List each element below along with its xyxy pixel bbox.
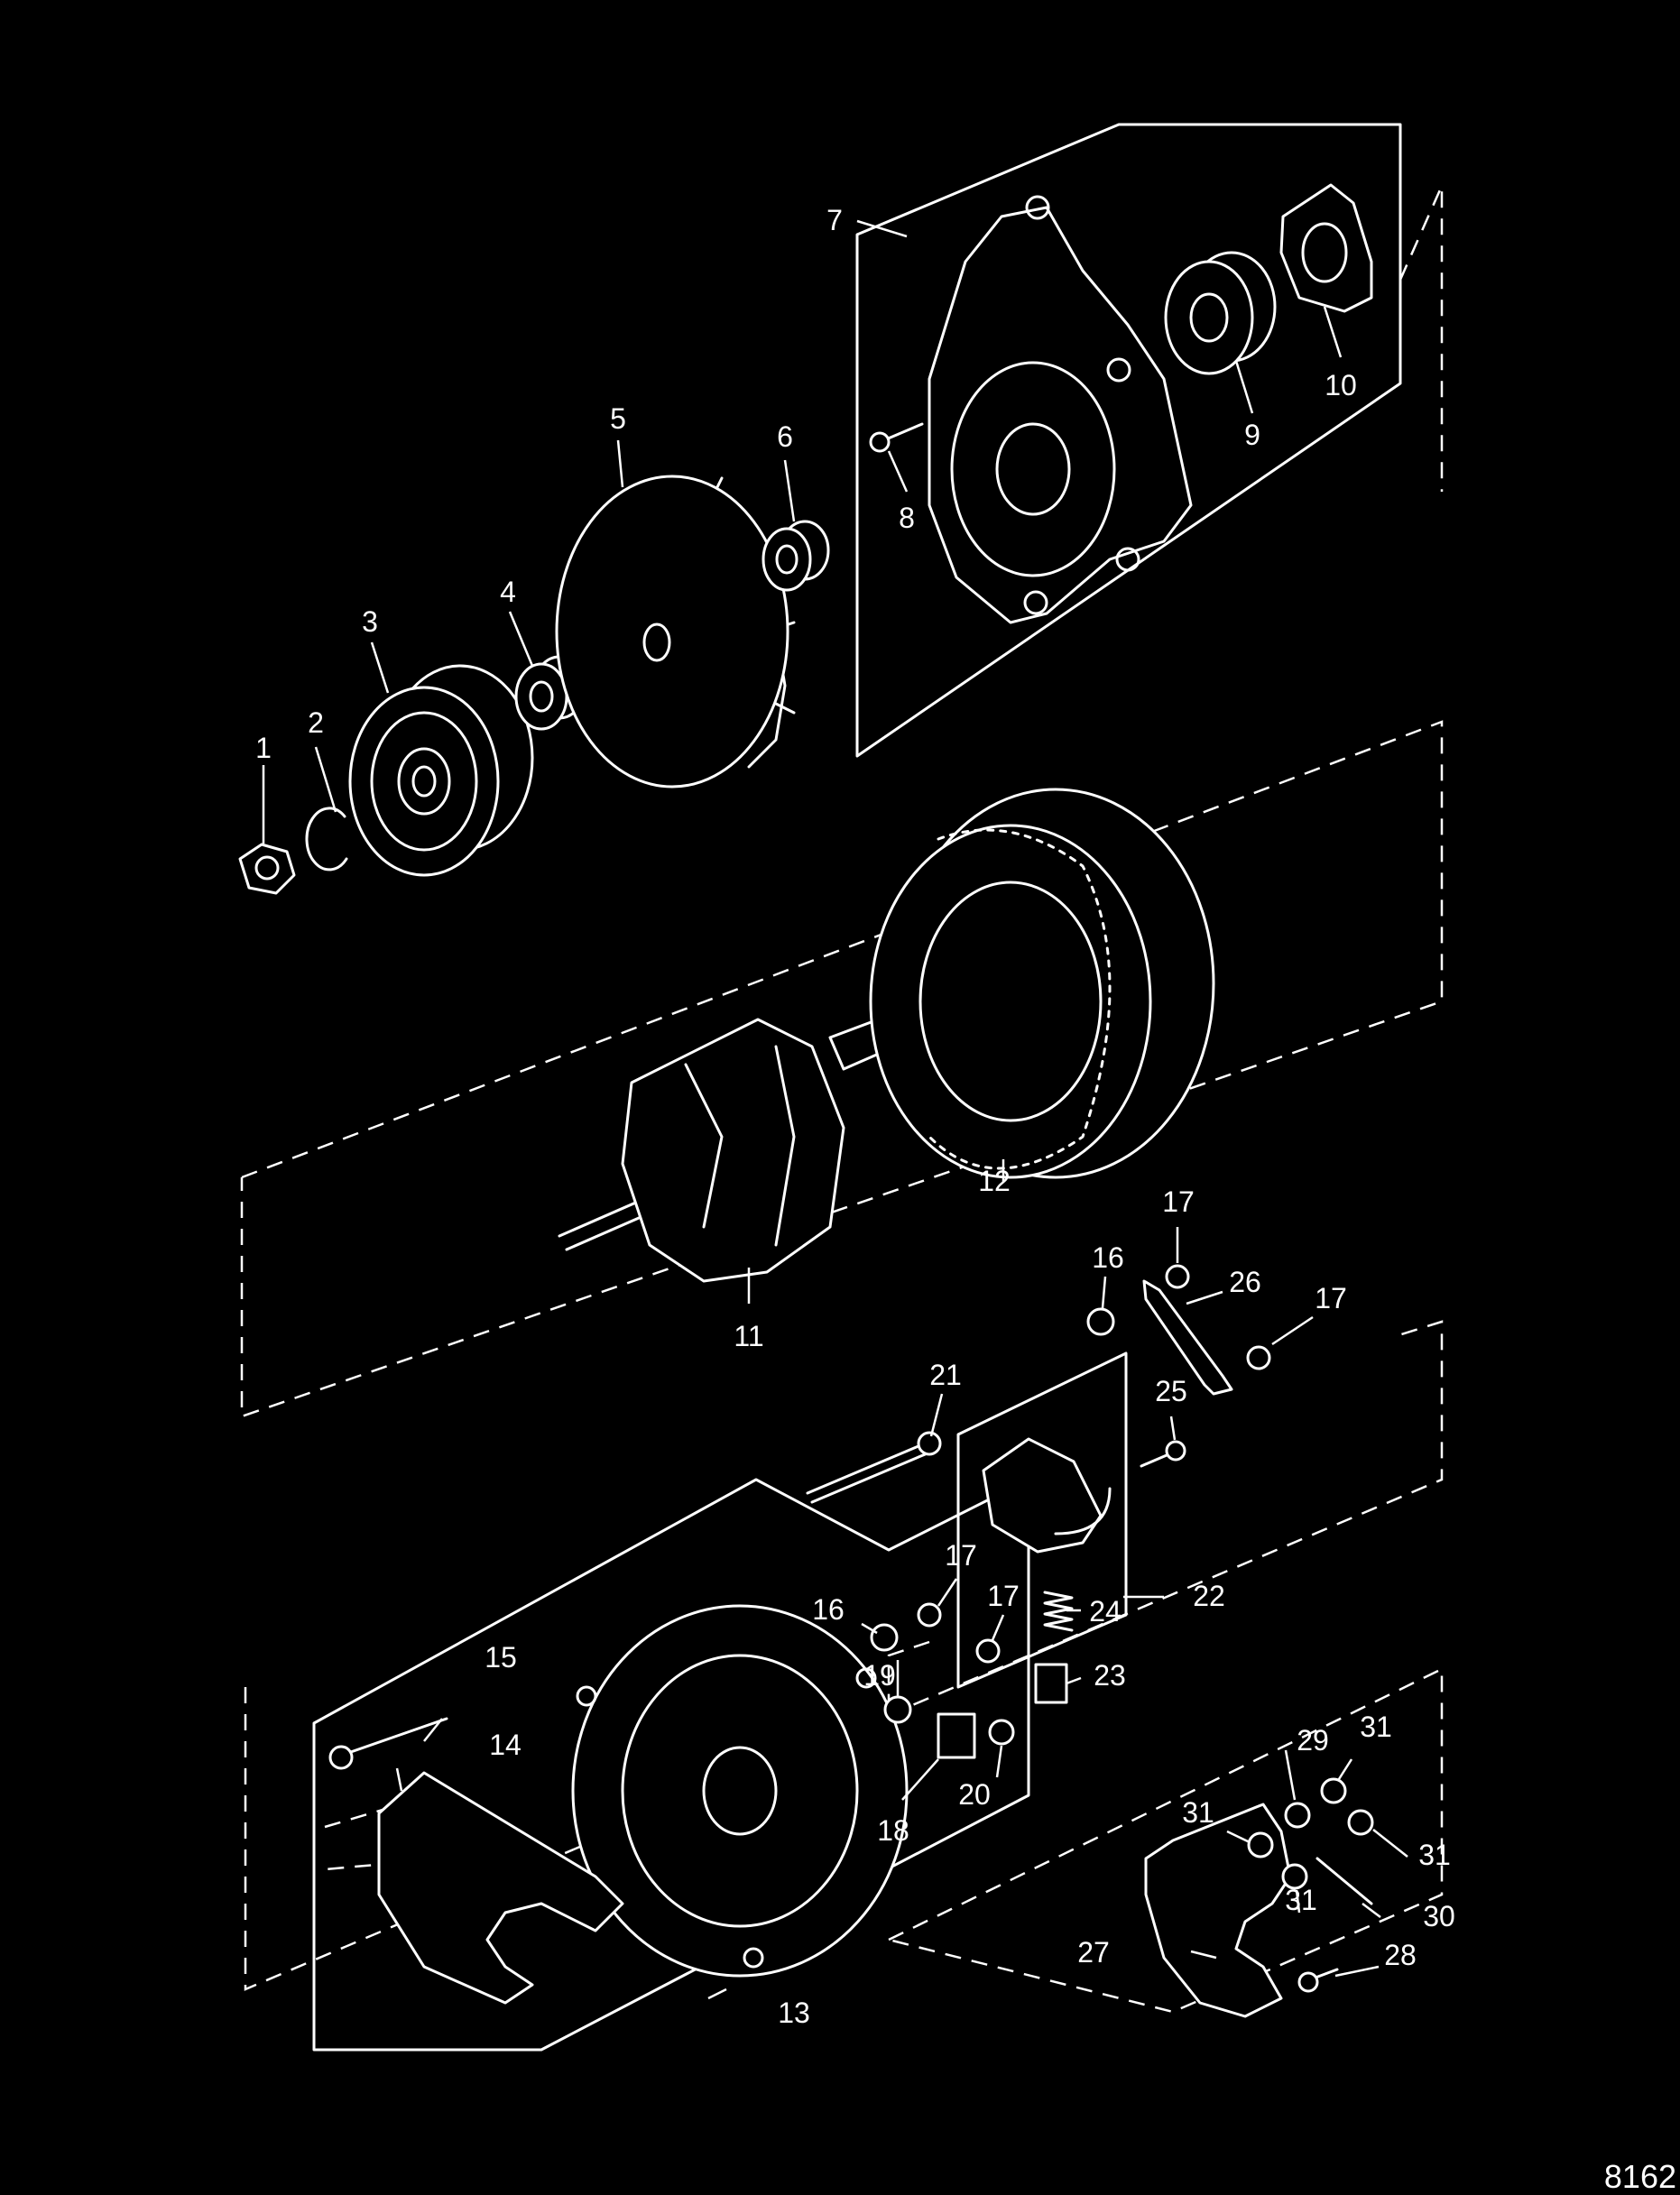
regulator-22: [982, 1437, 1112, 1554]
nut-31-b: [1320, 1777, 1347, 1804]
callout-22: 22: [1193, 1580, 1225, 1612]
callout-31-right: 31: [1418, 1839, 1451, 1871]
callout-16-upper: 16: [1092, 1241, 1124, 1274]
pulley: [348, 664, 534, 877]
drive-end-dash-outline: [1398, 185, 1444, 492]
insulator-16-upper: [1086, 1307, 1115, 1336]
mounting-bolt-21: [806, 1431, 942, 1504]
callout-20: 20: [958, 1778, 991, 1811]
slip-ring-end-frame: [571, 1604, 909, 1978]
screw-25: [1140, 1440, 1186, 1468]
wire-30: [1315, 1857, 1373, 1905]
retaining-ring: [305, 807, 348, 872]
callout-labels: 1 2 3 4 5 6 7 8 9 10 11 12 13 14 15 16 1…: [255, 204, 1455, 2029]
terminal-dash-line: [887, 1640, 930, 1791]
insulator-16-lower: [870, 1623, 899, 1652]
callout-23: 23: [1094, 1659, 1126, 1692]
callout-31-left: 31: [1182, 1796, 1214, 1829]
callout-9: 9: [1244, 419, 1260, 451]
nut-17-right: [1246, 1345, 1271, 1370]
callout-24: 24: [1089, 1595, 1122, 1628]
callout-7: 7: [826, 204, 843, 236]
rectifier-18: [937, 1712, 976, 1759]
callout-1: 1: [255, 732, 272, 764]
callout-30: 30: [1423, 1900, 1455, 1932]
nut-17-upper: [1165, 1264, 1190, 1289]
washer-20: [988, 1719, 1015, 1746]
callout-28: 28: [1384, 1939, 1417, 1971]
stator: [869, 788, 1215, 1179]
callout-26: 26: [1229, 1266, 1261, 1298]
nut: [238, 843, 296, 895]
callout-25: 25: [1155, 1375, 1187, 1407]
callout-12: 12: [978, 1165, 1011, 1197]
callout-3: 3: [362, 605, 378, 638]
callout-17-plate-left: 17: [945, 1539, 977, 1572]
callout-14: 14: [489, 1729, 522, 1761]
brush-23: [1034, 1663, 1068, 1704]
slip-ring-frame-panel: [312, 1478, 1030, 2052]
cover-screw-28: [1297, 1968, 1339, 1993]
callout-6: 6: [777, 420, 793, 453]
nut-31-c: [1347, 1809, 1374, 1836]
rotor: [558, 1009, 918, 1283]
callout-29: 29: [1297, 1724, 1329, 1757]
callout-21: 21: [929, 1359, 962, 1391]
callout-31-bottom: 31: [1285, 1884, 1317, 1916]
callout-19: 19: [863, 1659, 896, 1692]
callout-27: 27: [1077, 1936, 1110, 1969]
nut-17-lower-left: [917, 1602, 942, 1628]
callout-16-lower: 16: [812, 1593, 845, 1626]
insulator-19: [883, 1695, 912, 1724]
slip-ring-dash-outline: [244, 1320, 1444, 1991]
leader-lines: [262, 219, 1408, 2000]
callout-2: 2: [308, 706, 324, 739]
callout-18: 18: [877, 1814, 909, 1847]
callout-13: 13: [778, 1997, 810, 2029]
drive-end-frame: [928, 195, 1193, 624]
nut-31-d: [1281, 1863, 1308, 1890]
callout-4: 4: [500, 576, 516, 608]
drive-end-frame-panel: [855, 123, 1402, 758]
callout-10: 10: [1325, 369, 1357, 401]
frame-screw: [869, 422, 924, 453]
callout-8: 8: [899, 502, 915, 534]
through-bolt: [328, 1717, 448, 1770]
callout-17-plate-right: 17: [987, 1580, 1020, 1612]
bearing-retainer-plate: [1279, 183, 1373, 313]
washer-29: [1284, 1802, 1311, 1829]
callout-15: 15: [485, 1641, 517, 1674]
rear-cover-27: [1144, 1803, 1292, 2018]
callout-17-right: 17: [1315, 1282, 1347, 1314]
cover-dash-outline: [888, 1666, 1444, 2014]
inner-spacer: [762, 520, 830, 592]
figure-number: 8162: [1604, 2158, 1676, 2195]
bearing: [1164, 251, 1277, 375]
callout-11: 11: [734, 1320, 763, 1352]
spring-24: [1043, 1591, 1074, 1632]
nut-31-a: [1247, 1831, 1274, 1858]
strap-26: [1142, 1279, 1233, 1396]
diode-trio-plate: [377, 1771, 624, 2005]
callout-5: 5: [610, 402, 626, 435]
callout-31-top: 31: [1360, 1711, 1392, 1743]
nut-17-lower-right: [975, 1638, 1001, 1664]
callout-17-top: 17: [1162, 1185, 1195, 1218]
fan: [555, 475, 796, 789]
